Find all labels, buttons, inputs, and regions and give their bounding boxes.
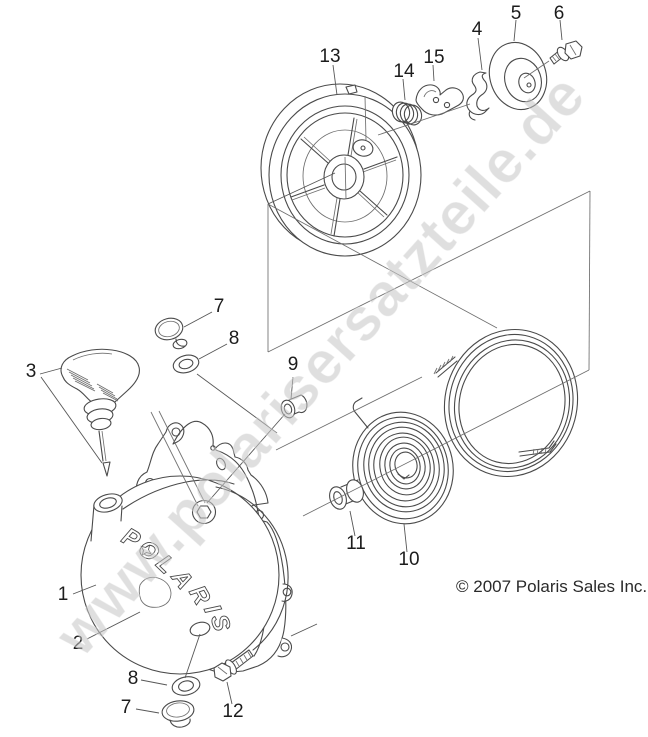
callout-7-upper: 7 bbox=[214, 296, 225, 317]
copyright-text: © 2007 Polaris Sales Inc. bbox=[456, 577, 647, 596]
part-bushing bbox=[280, 394, 308, 419]
part-recoil-housing-cover: P O L A R I S bbox=[80, 475, 289, 675]
part-cap-plug-upper bbox=[154, 317, 188, 350]
callout-10: 10 bbox=[398, 549, 419, 570]
part-flange-bolt bbox=[549, 40, 583, 65]
callout-8-lower: 8 bbox=[128, 668, 139, 689]
cover-hex-boss bbox=[191, 499, 217, 525]
part-cap-plug-lower bbox=[161, 700, 195, 728]
rope-coil bbox=[433, 328, 579, 478]
cover-oval-hole bbox=[189, 621, 211, 637]
callout-12: 12 bbox=[222, 701, 243, 722]
alignment-plane-lines bbox=[150, 60, 591, 517]
part-pawl-spring bbox=[391, 101, 423, 126]
spring-outer-hook bbox=[352, 397, 369, 429]
callout-numbers: 1 2 3 4 5 6 7 8 9 10 11 12 13 14 15 8 7 bbox=[26, 3, 565, 722]
part-washer-lower bbox=[171, 676, 201, 696]
pulley-spokes bbox=[290, 117, 398, 237]
part-starter-pawl bbox=[415, 84, 464, 116]
callout-11: 11 bbox=[346, 533, 366, 554]
callout-8-upper: 8 bbox=[229, 328, 240, 349]
callout-13: 13 bbox=[319, 46, 340, 67]
part-starter-handle bbox=[60, 348, 140, 477]
callout-5: 5 bbox=[511, 3, 522, 24]
part-flange-screw bbox=[213, 649, 254, 682]
spring-inner-end bbox=[397, 473, 410, 480]
handle-grip-hatching bbox=[66, 368, 119, 402]
part-retainer-clip bbox=[466, 71, 490, 121]
leader-lines bbox=[39, 19, 563, 714]
part-recoil-spring bbox=[352, 397, 454, 525]
callout-15: 15 bbox=[423, 47, 444, 68]
callout-6: 6 bbox=[554, 3, 565, 24]
callout-3: 3 bbox=[26, 361, 37, 382]
cover-recess bbox=[138, 576, 172, 608]
callout-9: 9 bbox=[288, 354, 299, 375]
callout-14: 14 bbox=[393, 61, 415, 82]
part-washer-upper bbox=[172, 354, 200, 374]
brand-letter: S bbox=[205, 611, 236, 634]
rope-hole bbox=[99, 497, 117, 509]
housing-ear-hole bbox=[171, 427, 181, 437]
callout-4: 4 bbox=[472, 19, 483, 40]
rope-end-upper bbox=[433, 355, 458, 378]
part-recoil-pulley bbox=[260, 83, 422, 257]
pawl-pivot-boss bbox=[352, 139, 374, 157]
part-starter-cup bbox=[488, 41, 548, 111]
polaris-star-icon bbox=[140, 544, 152, 556]
callout-1: 1 bbox=[58, 584, 69, 605]
pulley-hub bbox=[323, 154, 365, 200]
housing-bracket-hole bbox=[280, 642, 290, 652]
starter-rope bbox=[98, 430, 111, 477]
pulley-notch bbox=[345, 84, 358, 95]
callout-2: 2 bbox=[73, 633, 84, 654]
rope-end-lower bbox=[518, 440, 557, 457]
callout-7-lower: 7 bbox=[121, 697, 132, 718]
